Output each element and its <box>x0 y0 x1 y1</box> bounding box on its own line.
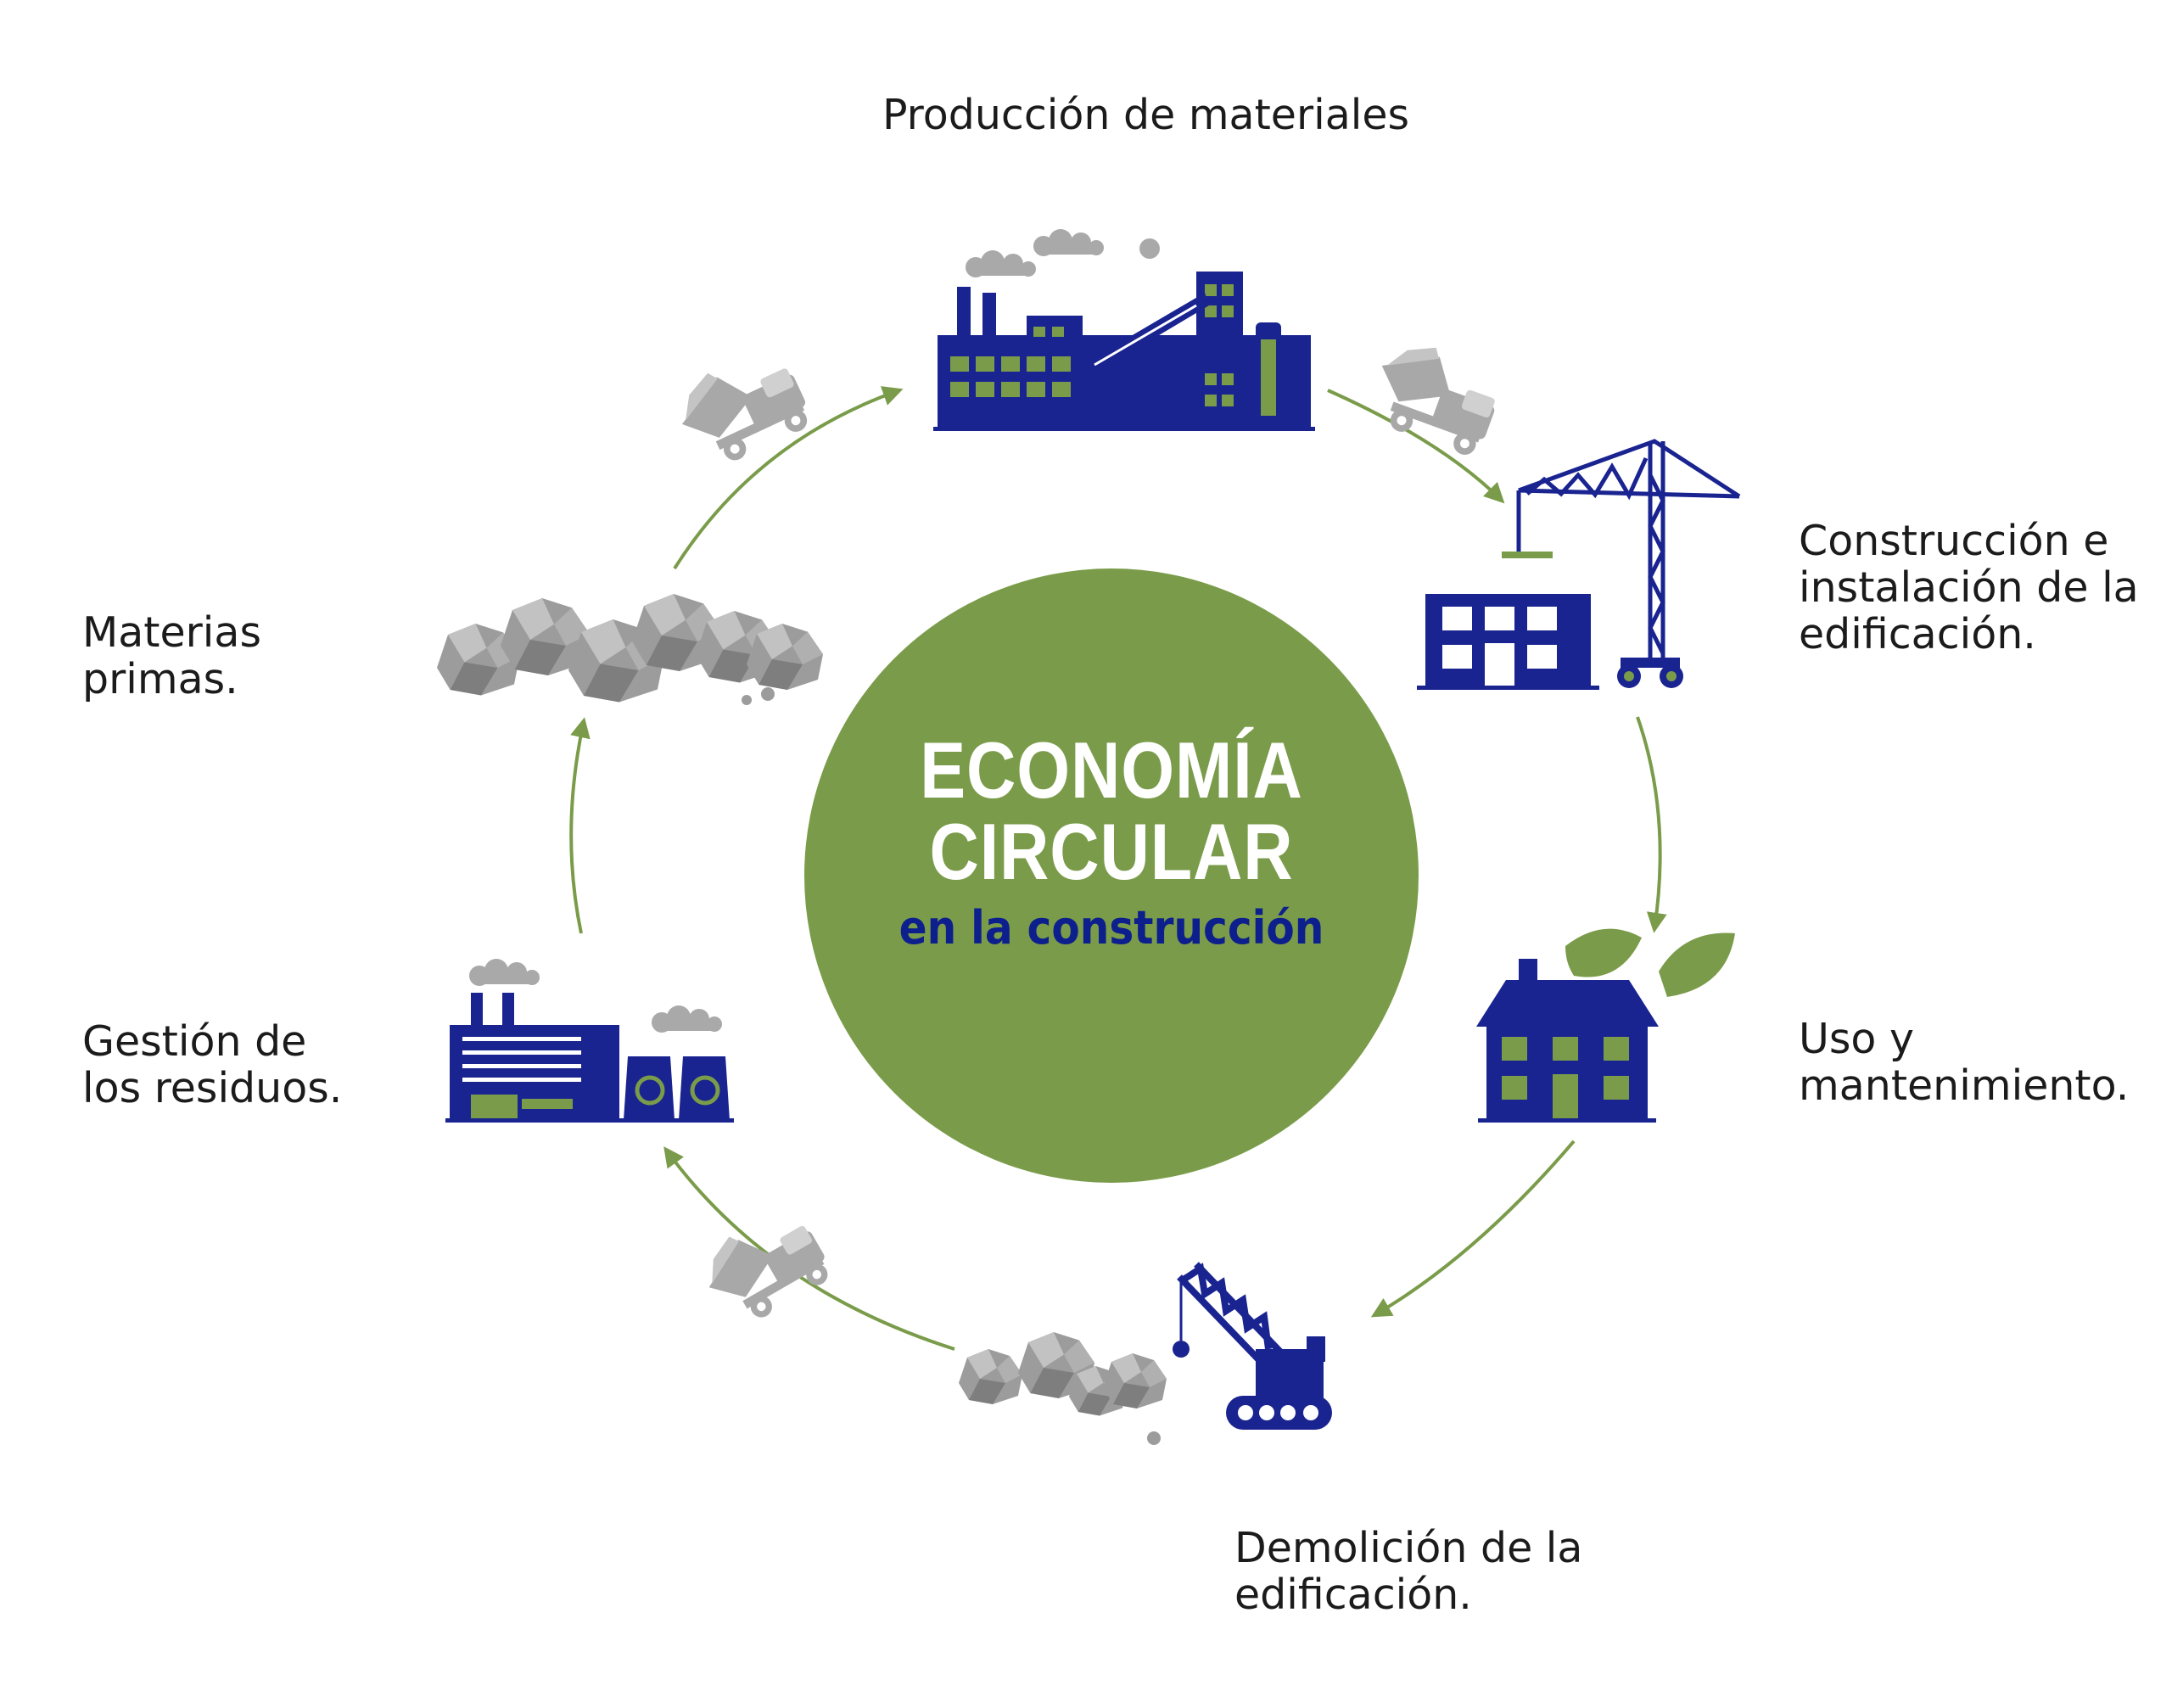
label-construccion-line3: edificación. <box>1799 610 2036 658</box>
arrow-uso-to-demolicion <box>1370 1140 1576 1318</box>
dump-truck-icon <box>1363 332 1509 460</box>
materials-factory-icon <box>933 229 1315 431</box>
label-produccion: Producción de materiales <box>882 92 1409 138</box>
tipping-truck-icon <box>691 1200 837 1334</box>
label-uso-line1: Uso y <box>1799 1015 1914 1063</box>
center-title: ECONOMÍA CIRCULAR <box>848 730 1374 893</box>
label-materias-line1: Materias <box>82 608 261 657</box>
green-house-icon <box>1476 928 1735 1123</box>
center-circle <box>804 568 1419 1183</box>
demolition-crane-icon <box>959 1262 1332 1445</box>
label-produccion-text: Producción de materiales <box>882 91 1410 139</box>
center-title-line1: ECONOMÍA <box>920 725 1303 815</box>
label-gestion-line1: Gestión de <box>82 1017 307 1066</box>
label-construccion-line1: Construcción e <box>1799 517 2109 565</box>
label-construccion: Construcción e instalación de la edifica… <box>1799 518 2139 658</box>
center-title-line2: CIRCULAR <box>929 807 1294 896</box>
label-materias: Materias primas. <box>82 609 261 703</box>
arrow-produccion-to-construccion <box>1327 389 1505 504</box>
label-demolicion-line1: Demolición de la <box>1234 1524 1583 1572</box>
label-demolicion: Demolición de la edificación. <box>1234 1525 1582 1618</box>
tower-crane-icon <box>1417 439 1741 690</box>
label-materias-line2: primas. <box>82 655 238 703</box>
arrow-construccion-to-uso <box>1636 716 1667 933</box>
label-gestion: Gestión de los residuos. <box>82 1018 342 1112</box>
label-demolicion-line2: edificación. <box>1234 1571 1472 1619</box>
recycling-plant-icon <box>445 959 734 1123</box>
arrow-materias-to-produccion <box>673 386 904 570</box>
label-construccion-line2: instalación de la <box>1799 563 2139 612</box>
label-uso: Uso y mantenimiento. <box>1799 1016 2129 1109</box>
center-title-block: ECONOMÍA CIRCULAR en la construcción <box>806 730 1417 955</box>
rocks-icon <box>437 594 823 705</box>
arrow-gestion-to-materias <box>569 717 591 934</box>
center-subtitle: en la construcción <box>898 901 1324 955</box>
label-uso-line2: mantenimiento. <box>1799 1061 2130 1110</box>
loader-truck-icon <box>667 340 816 475</box>
label-gestion-line2: los residuos. <box>82 1064 343 1112</box>
